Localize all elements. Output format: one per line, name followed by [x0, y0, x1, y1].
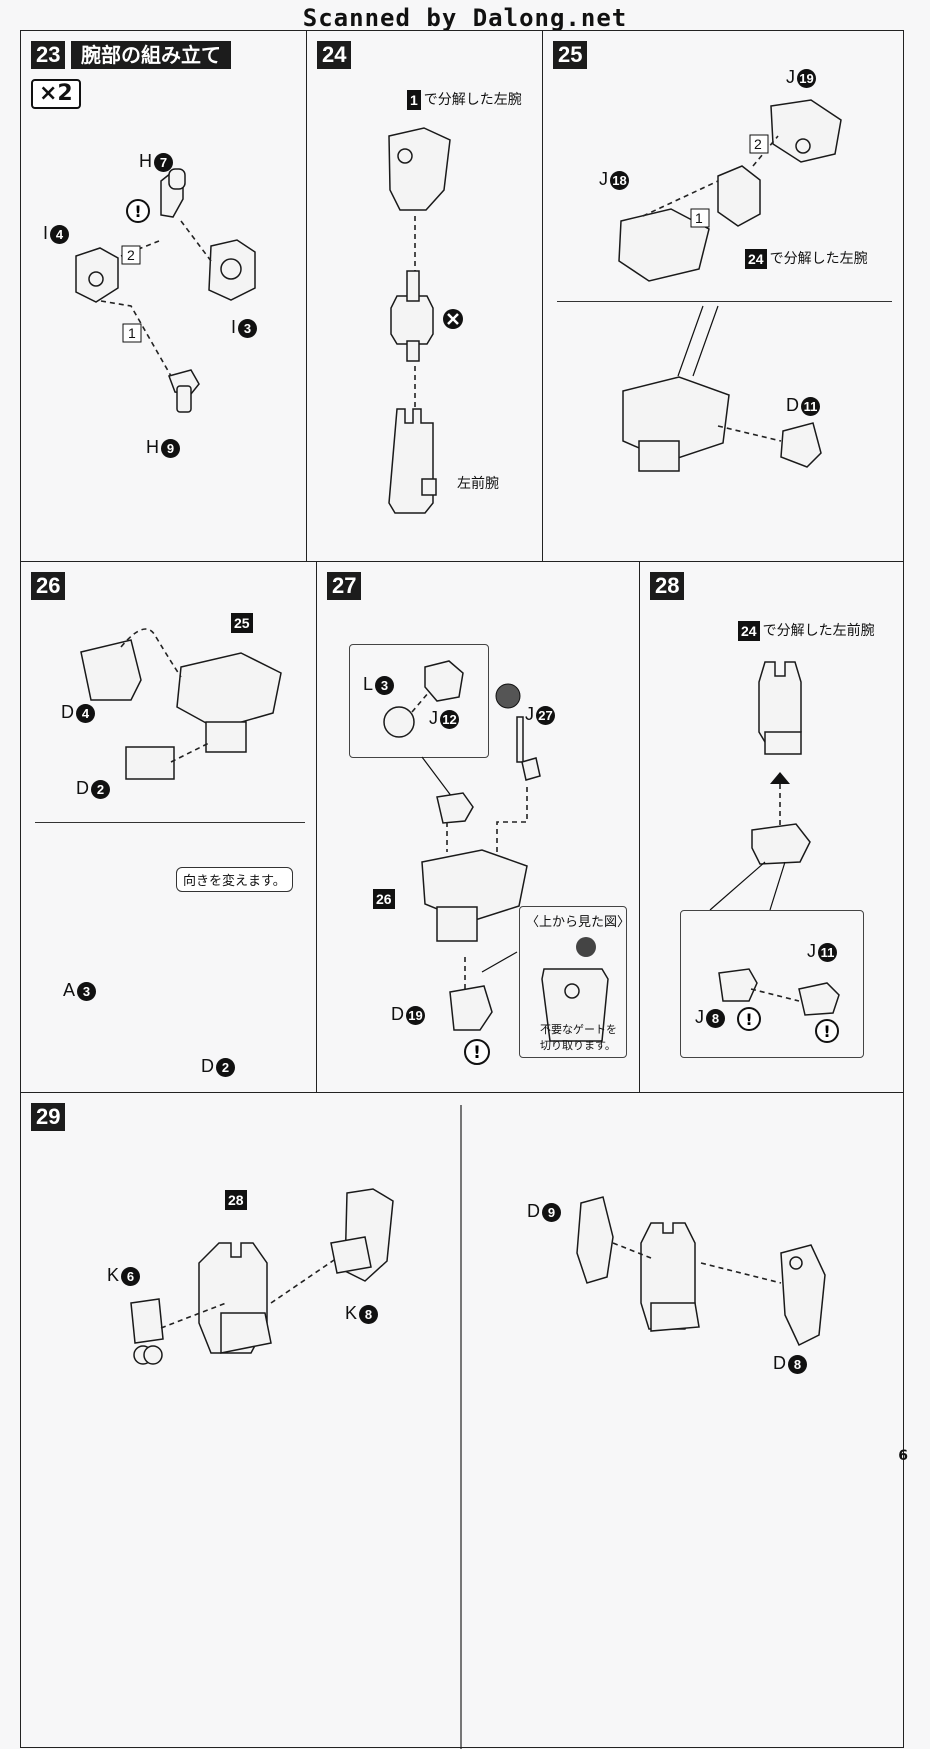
svg-text:!: !	[134, 202, 141, 221]
step-number: 28	[650, 572, 685, 600]
svg-text:!: !	[745, 1010, 752, 1029]
order-num-1: 1	[128, 325, 136, 341]
quantity-multiplier: ×2	[31, 79, 81, 109]
divider	[35, 822, 305, 823]
step-ref-28: 28	[225, 1189, 250, 1211]
scan-watermark: Scanned by Dalong.net	[302, 4, 628, 32]
top-view-label: 〈上から見た図〉	[526, 915, 631, 930]
step-title: 腕部の組み立て	[71, 41, 231, 69]
divider	[557, 301, 892, 302]
page-number: 6	[898, 1448, 908, 1464]
top-view-box: 〈上から見た図〉 不要なゲートを 切り取ります。	[519, 906, 631, 1058]
arm-assembly-diagram: !	[75, 168, 256, 413]
shoulder-assembly-diagram: !	[383, 660, 541, 1065]
forearm-joint-diagram	[709, 661, 811, 911]
step-ref-26: 26	[373, 888, 398, 910]
gate-note-line1: 不要なゲートを	[540, 1023, 617, 1036]
step-number: 29	[31, 1103, 66, 1131]
step-number: 24	[317, 41, 352, 69]
order-num-2: 2	[127, 247, 135, 263]
hand-assembly-diagram	[130, 1105, 826, 1749]
svg-text:!: !	[823, 1022, 830, 1041]
turn-around-callout: 向きを変えます。	[176, 867, 293, 892]
step-number: 25	[553, 41, 588, 69]
detail-diagram: ! !	[718, 968, 840, 1043]
step-number: 23	[31, 41, 66, 69]
forearm-label: 左前腕	[457, 475, 499, 491]
arm-joint-diagram	[618, 99, 842, 472]
top-view-diagram	[541, 937, 609, 1042]
step-ref-25: 25	[231, 612, 256, 634]
arm-armor-diagram	[80, 628, 282, 780]
gate-note-line2: 切り取ります。	[540, 1039, 616, 1052]
svg-text:!: !	[473, 1043, 481, 1063]
subassembly-box	[349, 644, 489, 758]
order-num-1: 1	[695, 210, 703, 226]
step-number: 26	[31, 572, 66, 600]
order-num-2: 2	[754, 136, 762, 152]
disassembly-diagram	[388, 127, 463, 514]
step-number: 27	[327, 572, 362, 600]
